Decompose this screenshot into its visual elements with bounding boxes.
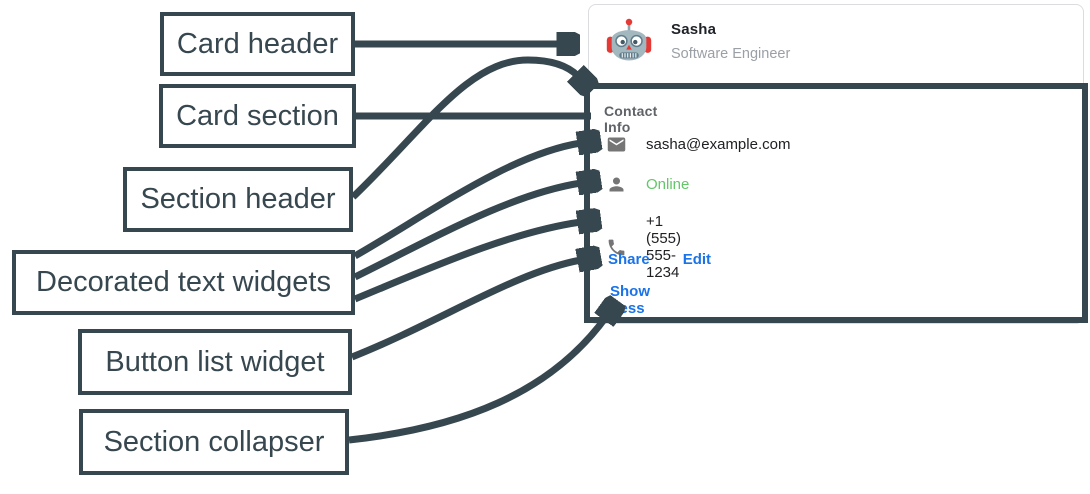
contact-card: Sasha Software Engineer: [588, 4, 1084, 324]
arrow-decorated-phone: [353, 222, 581, 303]
button-list-widget: Share Edit: [608, 251, 711, 268]
decorated-text-widget-phone: +1 (555) 555-1234: [606, 213, 681, 281]
card-header-subtitle: Software Engineer: [671, 45, 791, 62]
label-section-header: Section header: [123, 167, 353, 232]
label-section-collapser: Section collapser: [79, 409, 349, 475]
status-text: Online: [646, 176, 690, 193]
person-icon: [609, 177, 624, 192]
arrow-button-list: [350, 260, 581, 361]
arrow-section-header: [350, 56, 578, 200]
email-text: sasha@example.com: [646, 136, 791, 153]
section-collapser-button[interactable]: Show less: [610, 283, 650, 317]
arrow-section-collapser: [348, 317, 606, 444]
decorated-text-widget-email: sasha@example.com: [606, 134, 790, 155]
card-header: Sasha Software Engineer: [603, 15, 790, 67]
card-header-name: Sasha: [671, 20, 717, 38]
arrow-decorated-email: [353, 143, 581, 260]
email-icon: [607, 137, 626, 152]
arrow-decorated-online: [353, 183, 581, 281]
robot-avatar-icon: [606, 18, 652, 61]
edit-button[interactable]: Edit: [682, 251, 712, 268]
section-header-title: Contact Info: [604, 103, 658, 135]
label-card-header: Card header: [160, 12, 355, 76]
share-button[interactable]: Share: [608, 251, 650, 268]
label-button-list-widget: Button list widget: [78, 329, 352, 395]
label-card-section: Card section: [159, 84, 356, 148]
decorated-text-widget-status: Online: [606, 174, 689, 195]
label-decorated-text-widgets: Decorated text widgets: [12, 250, 355, 315]
phone-text: +1 (555) 555-1234: [646, 213, 682, 281]
phone-icon: [608, 239, 625, 255]
card-header-text: Sasha Software Engineer: [671, 21, 790, 62]
